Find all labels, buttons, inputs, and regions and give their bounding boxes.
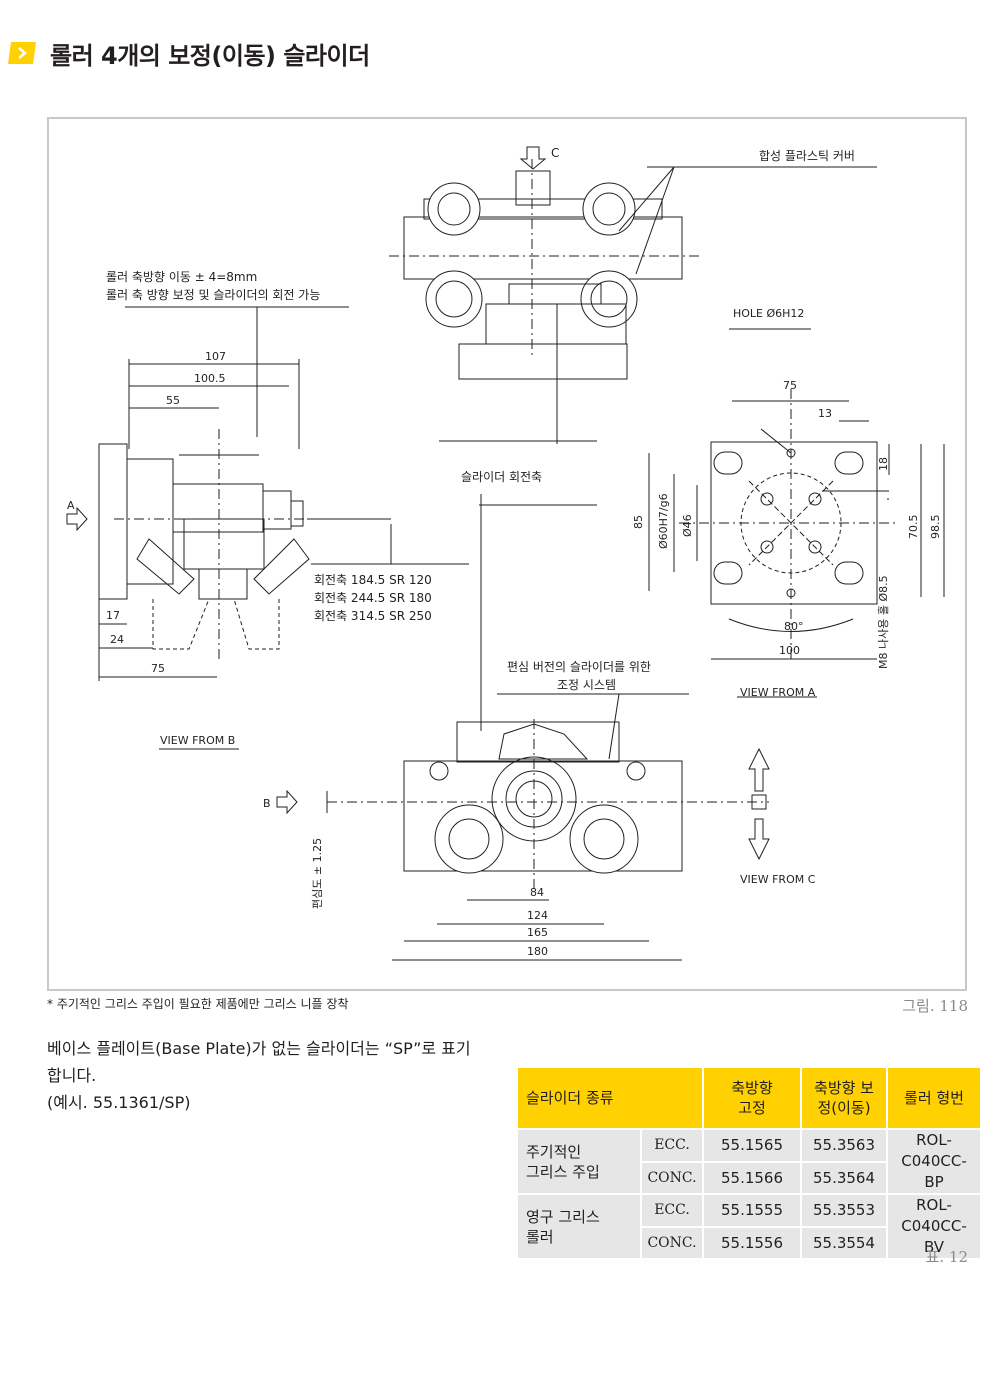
technical-drawing: C 합성 플라스틱 커버 슬라이더 회전축 롤러 축방향 이동 ± 4=8mm … xyxy=(47,117,967,991)
body-line-3: (예시. 55.1361/SP) xyxy=(47,1093,191,1112)
group-name-line2: 그리스 주입 xyxy=(526,1162,600,1181)
row-type: ECC. xyxy=(642,1130,702,1161)
dim-a-46: Ø46 xyxy=(681,514,694,537)
page-title: 롤러 4개의 보정(이동) 슬라이더 xyxy=(50,41,370,70)
view-from-c-drawing xyxy=(276,494,770,961)
ecc-system-label-2: 조정 시스템 xyxy=(557,678,616,692)
group-name-line2: 롤러 xyxy=(526,1227,554,1246)
view-from-b-drawing xyxy=(66,306,469,750)
row-fixed: 55.1566 xyxy=(704,1162,800,1193)
hole-label: HOLE Ø6H12 xyxy=(733,307,804,320)
table-row: 주기적인 그리스 주입 ECC. 55.1565 55.3563 ROL- C0… xyxy=(518,1130,980,1193)
view-from-c-label: VIEW FROM C xyxy=(740,873,816,886)
body-line-1: 베이스 플레이트(Base Plate)가 없는 슬라이더는 “SP”로 표기 xyxy=(47,1039,471,1058)
roller-code: ROL- C040CC-BP xyxy=(888,1130,980,1193)
dim-24: 24 xyxy=(110,633,124,646)
dim-c-124: 124 xyxy=(527,909,548,922)
dim-107: 107 xyxy=(205,350,226,363)
row-comp: 55.3563 xyxy=(802,1130,886,1161)
roller-code: ROL- C040CC-BV xyxy=(888,1195,980,1258)
m8-hole-label: M8 나사용 홀 Ø8.5 xyxy=(877,575,890,669)
dim-a-98-5: 98.5 xyxy=(929,515,942,540)
view-from-b-label: VIEW FROM B xyxy=(160,734,235,747)
table-row: CONC. 55.1566 55.3564 xyxy=(518,1162,980,1193)
dim-a-60: Ø60H7/g6 xyxy=(657,493,670,549)
table-number: 표. 12 xyxy=(925,1248,968,1266)
dim-a-75: 75 xyxy=(783,379,797,392)
drawing-canvas: C 합성 플라스틱 커버 슬라이더 회전축 롤러 축방향 이동 ± 4=8mm … xyxy=(66,146,945,961)
group-name-line1: 영구 그리스 xyxy=(526,1207,600,1226)
figure-number: 그림. 118 xyxy=(902,997,968,1015)
cover-label: 합성 플라스틱 커버 xyxy=(759,149,855,163)
arrow-a-label: A xyxy=(67,499,75,512)
table-row: CONC. 55.1556 55.3554 xyxy=(518,1227,980,1258)
row-comp: 55.3564 xyxy=(802,1162,886,1193)
dim-a-18: 18 xyxy=(877,457,890,471)
header-fixed: 축방향 고정 xyxy=(704,1068,800,1128)
dim-55: 55 xyxy=(166,394,180,407)
arrow-c-label: C xyxy=(551,146,559,160)
row-comp: 55.3553 xyxy=(802,1195,886,1226)
dim-17: 17 xyxy=(106,609,120,622)
chevron-right-icon xyxy=(8,38,38,68)
row-type: CONC. xyxy=(642,1162,702,1193)
header-fixed-line2: 고정 xyxy=(738,1099,766,1117)
dim-c-84: 84 xyxy=(530,886,544,899)
header-slider-type: 슬라이더 종류 xyxy=(518,1068,702,1128)
header-comp-line2: 정(이동) xyxy=(817,1099,871,1117)
roller-code-line1: ROL- xyxy=(916,1196,952,1214)
rotation-axis-2: 회전축 244.5 SR 180 xyxy=(314,591,432,605)
body-line-2: 합니다. xyxy=(47,1066,97,1085)
ecc-system-label-1: 편심 버전의 슬라이더를 위한 xyxy=(507,660,651,674)
dim-a-85: 85 xyxy=(632,515,645,529)
header-compensating: 축방향 보 정(이동) xyxy=(802,1068,886,1128)
dim-c-165: 165 xyxy=(527,926,548,939)
row-type: ECC. xyxy=(642,1195,702,1226)
row-fixed: 55.1565 xyxy=(704,1130,800,1161)
section-heading: 롤러 4개의 보정(이동) 슬라이더 xyxy=(8,36,370,70)
row-type: CONC. xyxy=(642,1227,702,1258)
slider-spec-table: 슬라이더 종류 축방향 고정 축방향 보 정(이동) 롤러 형번 주기적인 그리… xyxy=(516,1066,982,1260)
rotation-axis-label: 슬라이더 회전축 xyxy=(461,470,542,484)
dim-a-100: 100 xyxy=(779,644,800,657)
dim-c-180: 180 xyxy=(527,945,548,958)
rotation-axis-3: 회전축 314.5 SR 250 xyxy=(314,609,432,623)
view-from-a-drawing xyxy=(648,328,945,698)
roller-code-line2: C040CC-BV xyxy=(901,1217,967,1256)
body-paragraph: 베이스 플레이트(Base Plate)가 없는 슬라이더는 “SP”로 표기 … xyxy=(47,1035,517,1116)
rotation-axis-1: 회전축 184.5 SR 120 xyxy=(314,573,432,587)
header-roller: 롤러 형번 xyxy=(888,1068,980,1128)
ecc-tolerance-label: 편심도 ± 1.25 xyxy=(311,838,324,909)
view-from-a-label: VIEW FROM A xyxy=(740,686,816,699)
top-view-drawing xyxy=(389,146,877,506)
row-fixed: 55.1556 xyxy=(704,1227,800,1258)
header-comp-line1: 축방향 보 xyxy=(814,1079,874,1097)
dim-100-5: 100.5 xyxy=(194,372,226,385)
table-header-row: 슬라이더 종류 축방향 고정 축방향 보 정(이동) 롤러 형번 xyxy=(518,1068,980,1128)
roller-code-line1: ROL- xyxy=(916,1131,952,1149)
group-name-line1: 주기적인 xyxy=(526,1142,582,1161)
row-fixed: 55.1555 xyxy=(704,1195,800,1226)
table-row: 영구 그리스 롤러 ECC. 55.1555 55.3553 ROL- C040… xyxy=(518,1195,980,1258)
group-name: 영구 그리스 롤러 xyxy=(518,1195,640,1258)
dim-a-13: 13 xyxy=(818,407,832,420)
header-fixed-line1: 축방향 xyxy=(731,1079,773,1097)
dim-a-70-5: 70.5 xyxy=(907,515,920,540)
arrow-b-label: B xyxy=(263,797,271,810)
group-name: 주기적인 그리스 주입 xyxy=(518,1130,640,1193)
row-comp: 55.3554 xyxy=(802,1227,886,1258)
figure-footnote: * 주기적인 그리스 주입이 필요한 제품에만 그리스 니플 장착 xyxy=(47,997,349,1011)
axial-move-note: 롤러 축방향 이동 ± 4=8mm xyxy=(106,270,257,284)
dim-75: 75 xyxy=(151,662,165,675)
roller-code-line2: C040CC-BP xyxy=(901,1152,967,1191)
axial-comp-note: 롤러 축 방향 보정 및 슬라이더의 회전 가능 xyxy=(106,288,320,302)
dim-a-80: 80° xyxy=(784,620,804,633)
